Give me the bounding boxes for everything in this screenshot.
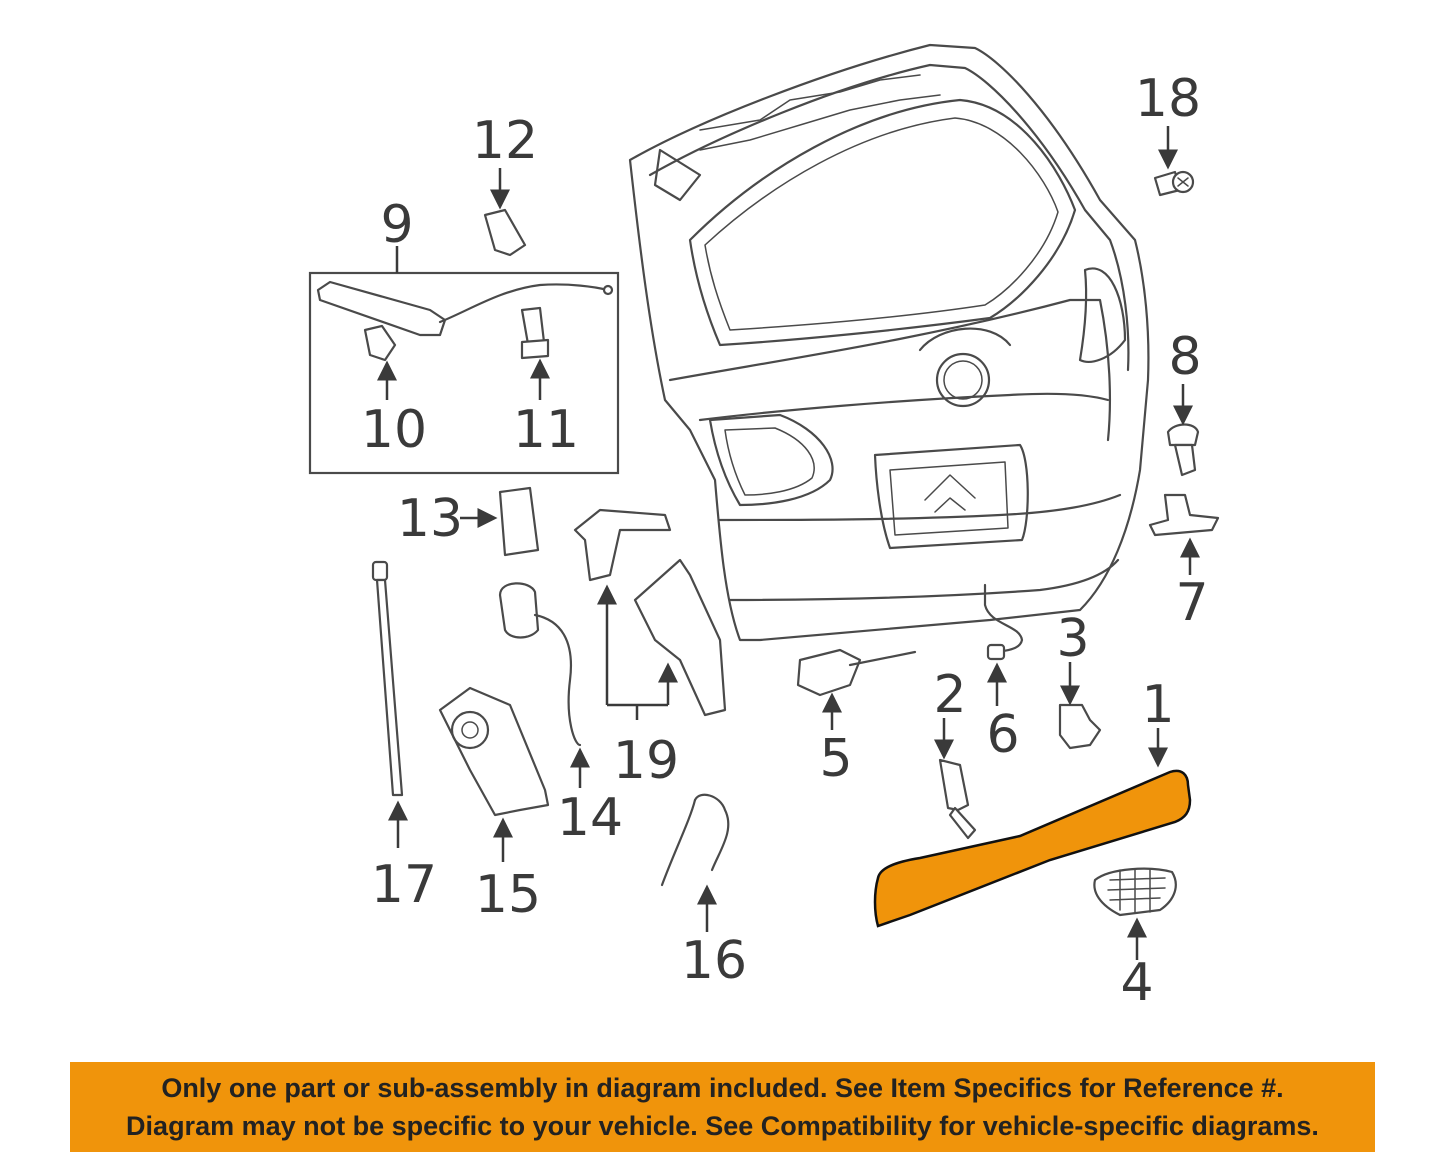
callout-19: 19 (613, 731, 679, 791)
callout-17: 17 (371, 855, 437, 915)
part-2-pin (938, 758, 977, 840)
arrow-19 (597, 584, 678, 720)
part-8-bolt (1166, 423, 1200, 477)
disclaimer-line-2: Diagram may not be specific to your vehi… (126, 1111, 1319, 1141)
part-16-cable (660, 793, 730, 887)
part-7-bracket (1148, 493, 1220, 537)
callout-5: 5 (819, 729, 852, 789)
callout-9: 9 (380, 195, 413, 255)
callout-2: 2 (933, 665, 966, 725)
part-11-bolt (520, 306, 550, 360)
disclaimer-banner: Only one part or sub-assembly in diagram… (70, 1062, 1375, 1152)
callout-3: 3 (1056, 609, 1089, 669)
part-17-strut (371, 560, 404, 797)
assembly-9-box (308, 271, 620, 475)
part-13-module (498, 486, 540, 557)
part-19-bracket (573, 508, 727, 717)
callout-4: 4 (1120, 953, 1153, 1013)
part-9-handle (316, 280, 614, 337)
part-15-regulator (438, 686, 550, 817)
part-3-clip (1058, 703, 1102, 750)
callout-6: 6 (986, 705, 1019, 765)
callout-12: 12 (472, 111, 538, 171)
part-14-motor (498, 582, 582, 747)
callout-11: 11 (513, 400, 579, 460)
liftgate-body (628, 43, 1150, 642)
part-18-screw (1153, 170, 1195, 197)
disclaimer-line-1: Only one part or sub-assembly in diagram… (161, 1073, 1284, 1103)
callout-16: 16 (681, 931, 747, 991)
callout-10: 10 (361, 400, 427, 460)
callout-7: 7 (1175, 573, 1208, 633)
part-10-clip (363, 324, 397, 362)
callout-8: 8 (1168, 327, 1201, 387)
part-12-clip (483, 208, 527, 257)
part-5-latch (796, 648, 917, 697)
callout-18: 18 (1135, 69, 1201, 129)
part-6-harness (983, 583, 1024, 661)
callout-15: 15 (475, 865, 541, 925)
part-4-lamp (1093, 867, 1177, 917)
parts-diagram: 1 2 3 4 5 6 7 8 9 10 11 12 13 14 15 16 1… (308, 43, 1220, 1013)
part-1-molding (873, 769, 1192, 928)
callout-14: 14 (557, 788, 623, 848)
callout-13: 13 (397, 489, 463, 549)
callout-1: 1 (1141, 675, 1174, 735)
